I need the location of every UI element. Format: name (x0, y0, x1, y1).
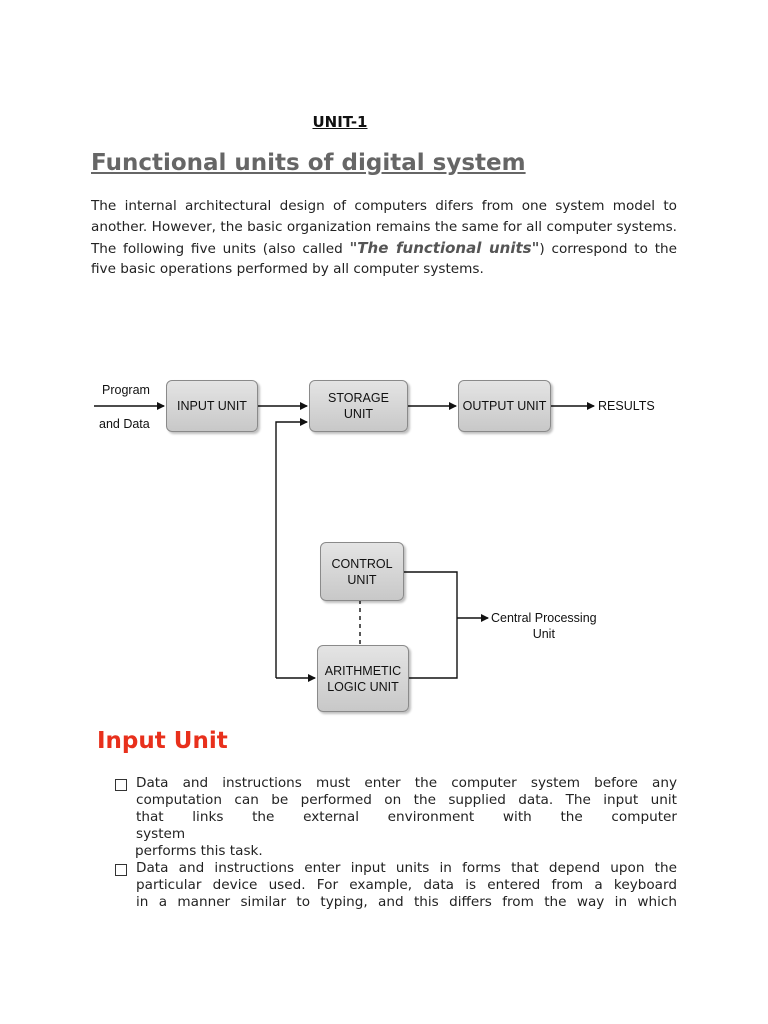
functional-units-diagram: Program and Data INPUT UNIT STORAGE UNIT… (90, 370, 670, 720)
intro-text-start: The internal architectural design of com… (91, 198, 677, 257)
bullet-line: system (136, 826, 186, 842)
label-cpu: Central Processing Unit (491, 611, 597, 641)
cpu-bracket (402, 571, 458, 679)
bullet-box-icon (115, 864, 127, 876)
label-results: RESULTS (598, 399, 655, 413)
input-unit-box: INPUT UNIT (166, 380, 258, 432)
intro-text-end: ) correspond to the five basic operation… (91, 240, 678, 278)
feedback-line-to-storage (275, 418, 308, 678)
bullet-line: Data and instructions must enter the com… (136, 775, 677, 791)
bullet-box-icon (115, 779, 127, 791)
label-and-data: and Data (99, 417, 150, 431)
diagram-connectors (94, 402, 595, 682)
section-title: Functional units of digital system (91, 150, 526, 176)
label-program: Program (102, 383, 150, 397)
control-unit-box: CONTROL UNIT (320, 542, 404, 601)
bullet-line: Data and instructions enter input units … (136, 860, 677, 876)
bullet-continuation: performs this task. (113, 843, 677, 860)
storage-unit-box: STORAGE UNIT (309, 380, 408, 432)
intro-paragraph: The internal architectural design of com… (91, 196, 677, 280)
bullet-line: particular device used. For example, dat… (136, 877, 677, 893)
input-unit-heading: Input Unit (97, 728, 228, 754)
bullet-line: computation can be performed on the supp… (136, 792, 677, 808)
alu-box: ARITHMETIC LOGIC UNIT (317, 645, 409, 712)
unit-heading: UNIT-1 (312, 113, 368, 131)
bullet-line: that links the external environment with… (136, 809, 677, 825)
intro-emphasis: "The functional units" (349, 238, 540, 257)
bullet-line: in a manner similar to typing, and this … (136, 894, 677, 910)
bullet-item: Data and instructions enter input units … (113, 860, 677, 911)
input-unit-bullets: Data and instructions must enter the com… (113, 775, 677, 911)
output-unit-box: OUTPUT UNIT (458, 380, 551, 432)
bullet-item: Data and instructions must enter the com… (113, 775, 677, 843)
bullet-line: performs this task. (135, 843, 263, 859)
